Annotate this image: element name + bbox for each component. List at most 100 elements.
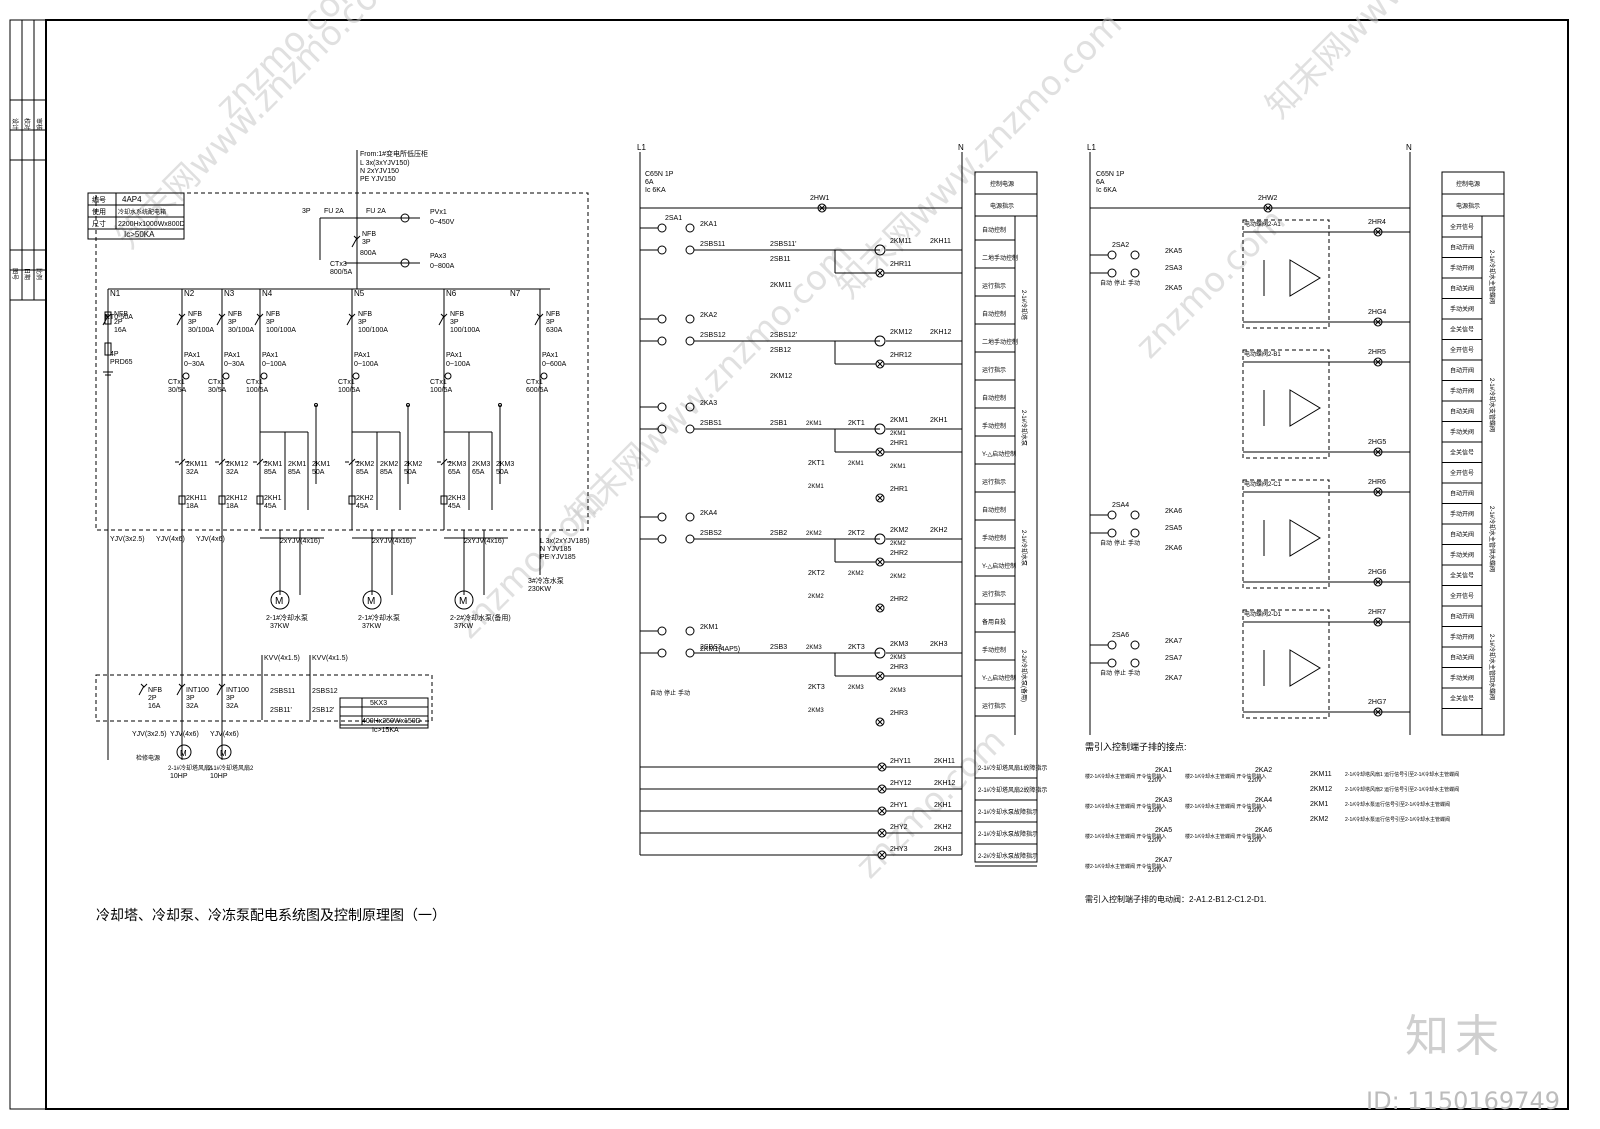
motor-symbol — [216, 744, 232, 760]
label: NFB — [362, 231, 376, 238]
label: 2SB1 — [770, 420, 787, 427]
label: 2KM2 — [404, 461, 422, 468]
breaker-mark — [178, 683, 186, 688]
label: 100/5A — [338, 387, 361, 394]
label: 2KT1 — [808, 460, 825, 467]
legend-box-1 — [974, 171, 1038, 863]
terminal — [1130, 658, 1140, 668]
label: PAx1 — [542, 352, 558, 359]
label: 18A — [186, 503, 199, 510]
label: 220V — [1248, 778, 1262, 784]
terminal-relay: 2KA4 — [1255, 797, 1272, 804]
label: 2KM2 — [380, 461, 398, 468]
label: 3P — [188, 319, 197, 326]
ct-symbol — [260, 372, 268, 380]
label: 自动 — [1100, 279, 1112, 287]
label: 2KM11 — [186, 461, 208, 468]
fuse-symbol — [104, 311, 112, 325]
terminal-label: 楼2-1#冷却水主管蝶阀 开令信号输入 — [1185, 773, 1266, 780]
wire — [138, 685, 145, 696]
legend-group: 2-1#冷却水主管供水蝶阀 — [1488, 506, 1496, 572]
label: 45A — [264, 503, 277, 510]
label: 手动 — [678, 689, 690, 697]
thermal-relay — [256, 495, 264, 505]
terminal — [685, 512, 695, 522]
label: 2KM11 — [770, 282, 792, 289]
terminal — [1107, 528, 1117, 538]
wire — [876, 718, 884, 726]
legend-entry: 自动关阀 — [1450, 408, 1474, 416]
motor-letter: M — [180, 749, 187, 758]
motor-letter: M — [367, 596, 375, 607]
label: 2SBS1 — [700, 420, 722, 427]
label: 2SA3 — [1165, 265, 1182, 272]
wire — [878, 763, 886, 771]
terminal-label: 楼2-1#冷却水主管蝶阀 开令信号输入 — [1185, 833, 1266, 840]
label: PAx1 — [184, 352, 200, 359]
breaker-mark — [218, 683, 226, 688]
motor-symbol — [176, 744, 192, 760]
breaker-mark — [440, 313, 448, 318]
label: 800A — [360, 250, 377, 257]
label: 230KW — [528, 586, 551, 593]
label: 2KM1 — [312, 461, 330, 468]
ct-symbol — [222, 372, 230, 380]
motor-letter: M — [220, 749, 227, 758]
thermal-relay — [178, 495, 186, 505]
terminal — [1107, 640, 1117, 650]
lamp-symbol — [1373, 317, 1383, 327]
valve-outline — [1242, 479, 1330, 589]
label: 编号 — [92, 195, 106, 204]
label: 5KX3 — [370, 700, 387, 707]
label: 3P — [358, 319, 367, 326]
label: 手动 — [1128, 279, 1140, 287]
wire — [1374, 578, 1382, 586]
terminal — [1130, 528, 1140, 538]
label: PE YJV150 — [360, 176, 396, 183]
legend-entry: Y-△启动控制 — [982, 450, 1016, 458]
wire — [348, 458, 356, 466]
terminal — [1107, 250, 1117, 260]
lamp-symbol — [1373, 617, 1383, 627]
label: 2HR3 — [890, 664, 908, 671]
label: 2P — [148, 695, 157, 702]
wire — [1264, 204, 1272, 212]
label: 6A — [1096, 179, 1105, 186]
label: 停止 — [664, 689, 676, 697]
label: 85A — [356, 469, 369, 476]
label: 16A — [114, 327, 127, 334]
terminal — [1130, 640, 1140, 650]
label: 2HY1 — [890, 802, 908, 809]
wire — [254, 315, 261, 326]
label: 3P — [362, 239, 371, 246]
drawing-frame — [9, 19, 1569, 1110]
label: 2KT2 — [808, 570, 825, 577]
terminal-relay: 2KM12 — [1310, 786, 1332, 793]
legend-entry: 自动控制 — [982, 310, 1006, 318]
label: 2KM1 — [890, 417, 908, 424]
label: NFB — [266, 311, 280, 318]
label: 2SB11' — [270, 707, 292, 714]
border-cell-label: 设计 — [11, 118, 19, 130]
terminal-label: 楼2-1#冷却水主管蝶阀 开令信号输入 — [1085, 863, 1166, 870]
label: 2HR5 — [1368, 349, 1386, 356]
label: 3#冷冻水泵 — [528, 576, 564, 585]
label: 220V — [1148, 778, 1162, 784]
label: 0~600A — [542, 361, 567, 368]
label: 2KT3 — [848, 644, 865, 651]
wire — [876, 604, 884, 612]
label: 30/5A — [168, 387, 187, 394]
label: 电动蝶阀2-D1 — [1244, 610, 1282, 618]
label: 2KA6 — [1165, 545, 1182, 552]
label: YJV(4x6) — [196, 536, 225, 543]
terminal — [657, 245, 667, 255]
label: 2HR11 — [890, 261, 911, 268]
label: 尺寸 — [92, 219, 106, 228]
label: PAx1 — [224, 352, 240, 359]
legend-group: 2-2#冷却水泵(备用) — [1020, 650, 1028, 702]
label: YJV(3x2.5) — [110, 536, 145, 543]
label: 10HP — [170, 773, 188, 780]
legend-entry: 手动开阀 — [1450, 633, 1474, 641]
